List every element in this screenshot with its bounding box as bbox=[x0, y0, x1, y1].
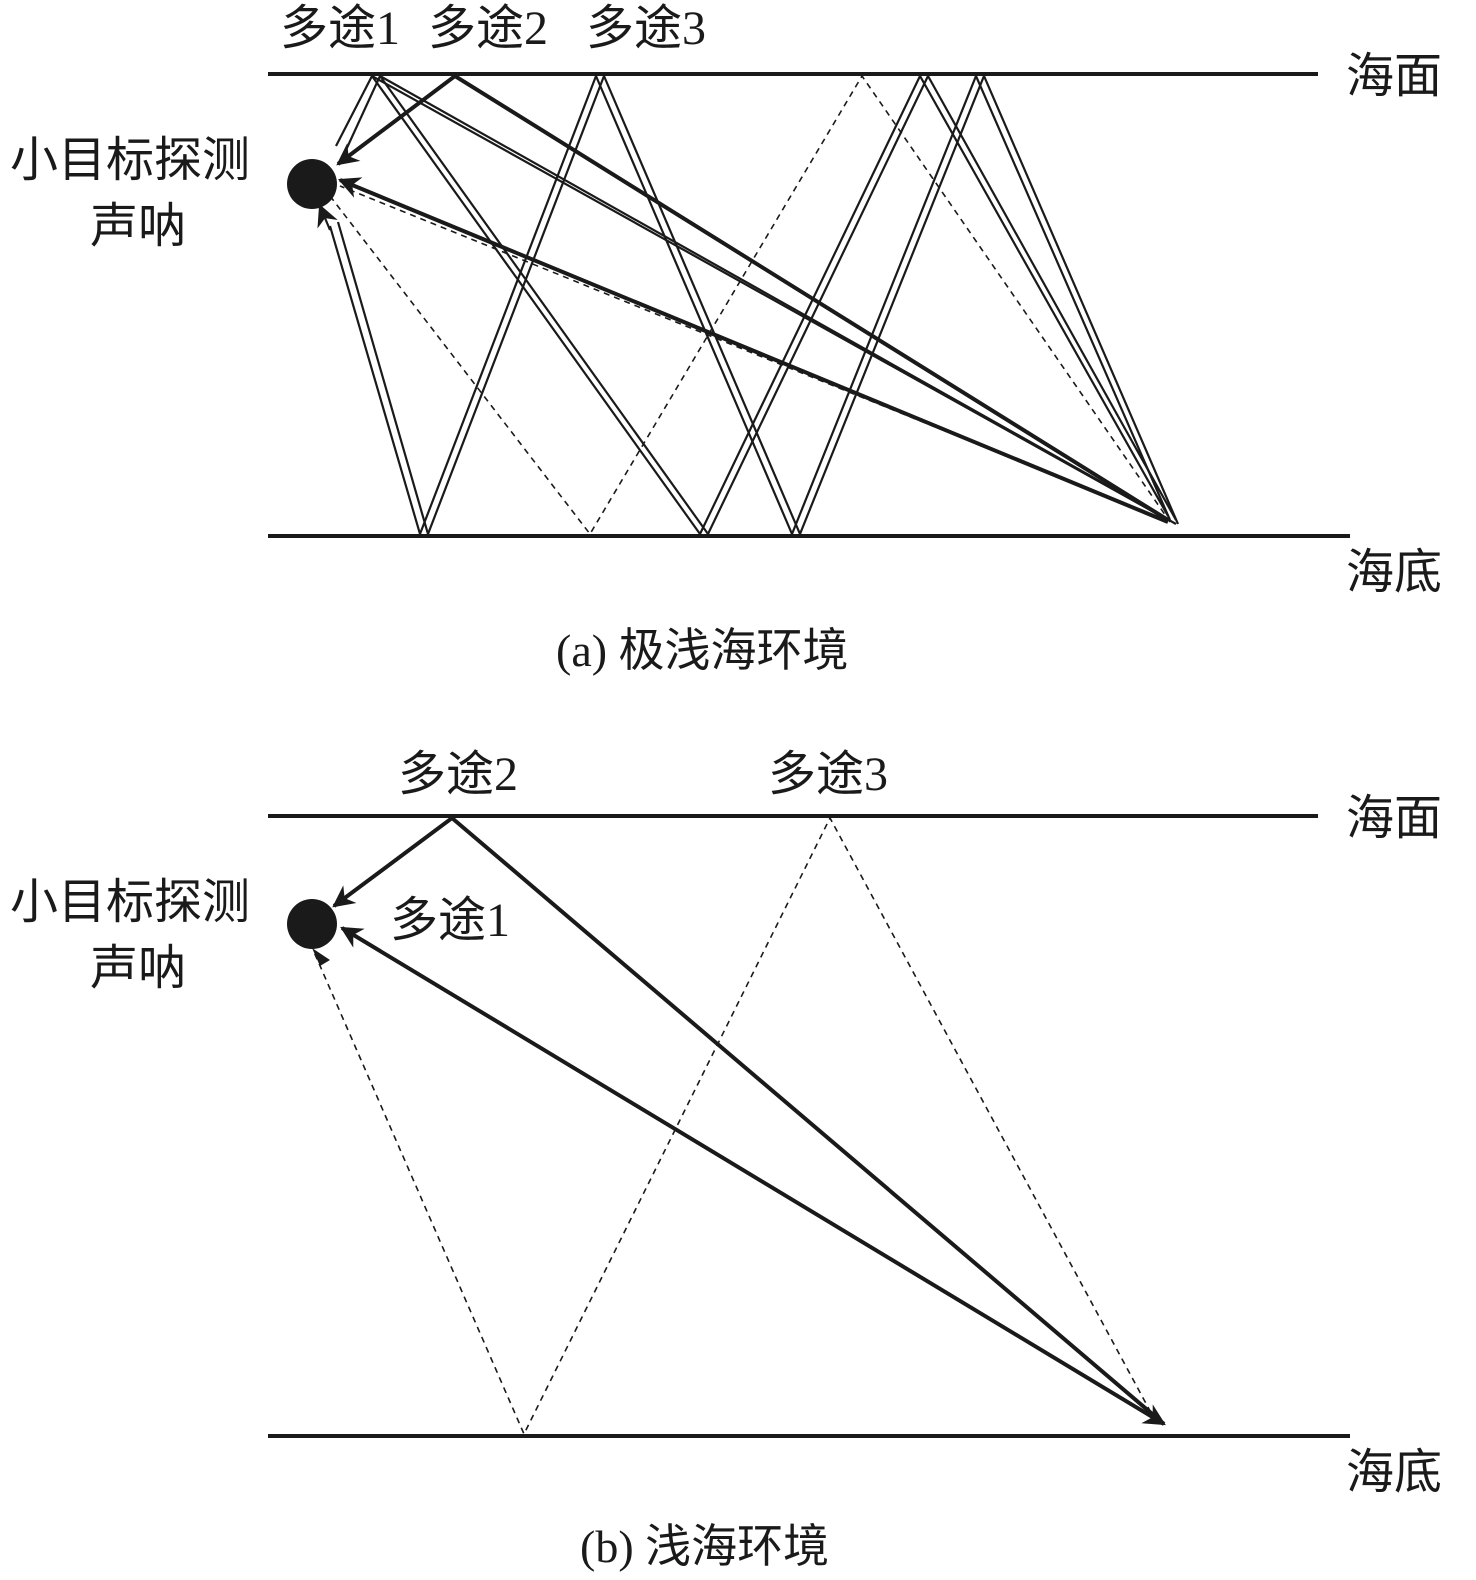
path2-rays bbox=[332, 815, 1166, 1426]
path1-rays bbox=[317, 73, 1180, 538]
surface-label: 海面 bbox=[1346, 792, 1442, 845]
path1-label: 多途1 bbox=[390, 894, 510, 947]
sonar-marker bbox=[287, 159, 337, 209]
sonar-label: 小目标探测 bbox=[10, 876, 250, 929]
sonar-label-line2: 声呐 bbox=[90, 200, 186, 253]
path2-rays bbox=[336, 73, 1170, 524]
path3-rays bbox=[313, 816, 1157, 1436]
path3-arrowhead bbox=[312, 948, 330, 966]
sonar-label: 小目标探测 bbox=[10, 134, 250, 187]
path1-label: 多途1 bbox=[280, 2, 400, 55]
sonar-marker bbox=[287, 899, 337, 949]
panel-a: 海面 海底 多途1 多途2 多途3 小目标探测 声呐 (a) 极浅海环境 bbox=[10, 2, 1442, 676]
path2-label: 多途2 bbox=[398, 748, 518, 801]
sonar-label-line2: 声呐 bbox=[90, 942, 186, 995]
path3-label: 多途3 bbox=[768, 748, 888, 801]
panel-b: 海面 海底 多途2 多途3 多途1 小目标探测 声呐 (b) 浅海环境 bbox=[10, 748, 1442, 1572]
panel-a-caption: (a) 极浅海环境 bbox=[556, 625, 849, 676]
path3-rays bbox=[329, 74, 1171, 536]
bottom-label: 海底 bbox=[1346, 1446, 1442, 1499]
surface-label: 海面 bbox=[1346, 50, 1442, 103]
path2-label: 多途2 bbox=[428, 2, 548, 55]
path3-label: 多途3 bbox=[586, 2, 706, 55]
path1-rays bbox=[340, 926, 1166, 1426]
bottom-label: 海底 bbox=[1346, 546, 1442, 599]
panel-b-caption: (b) 浅海环境 bbox=[580, 1521, 829, 1572]
